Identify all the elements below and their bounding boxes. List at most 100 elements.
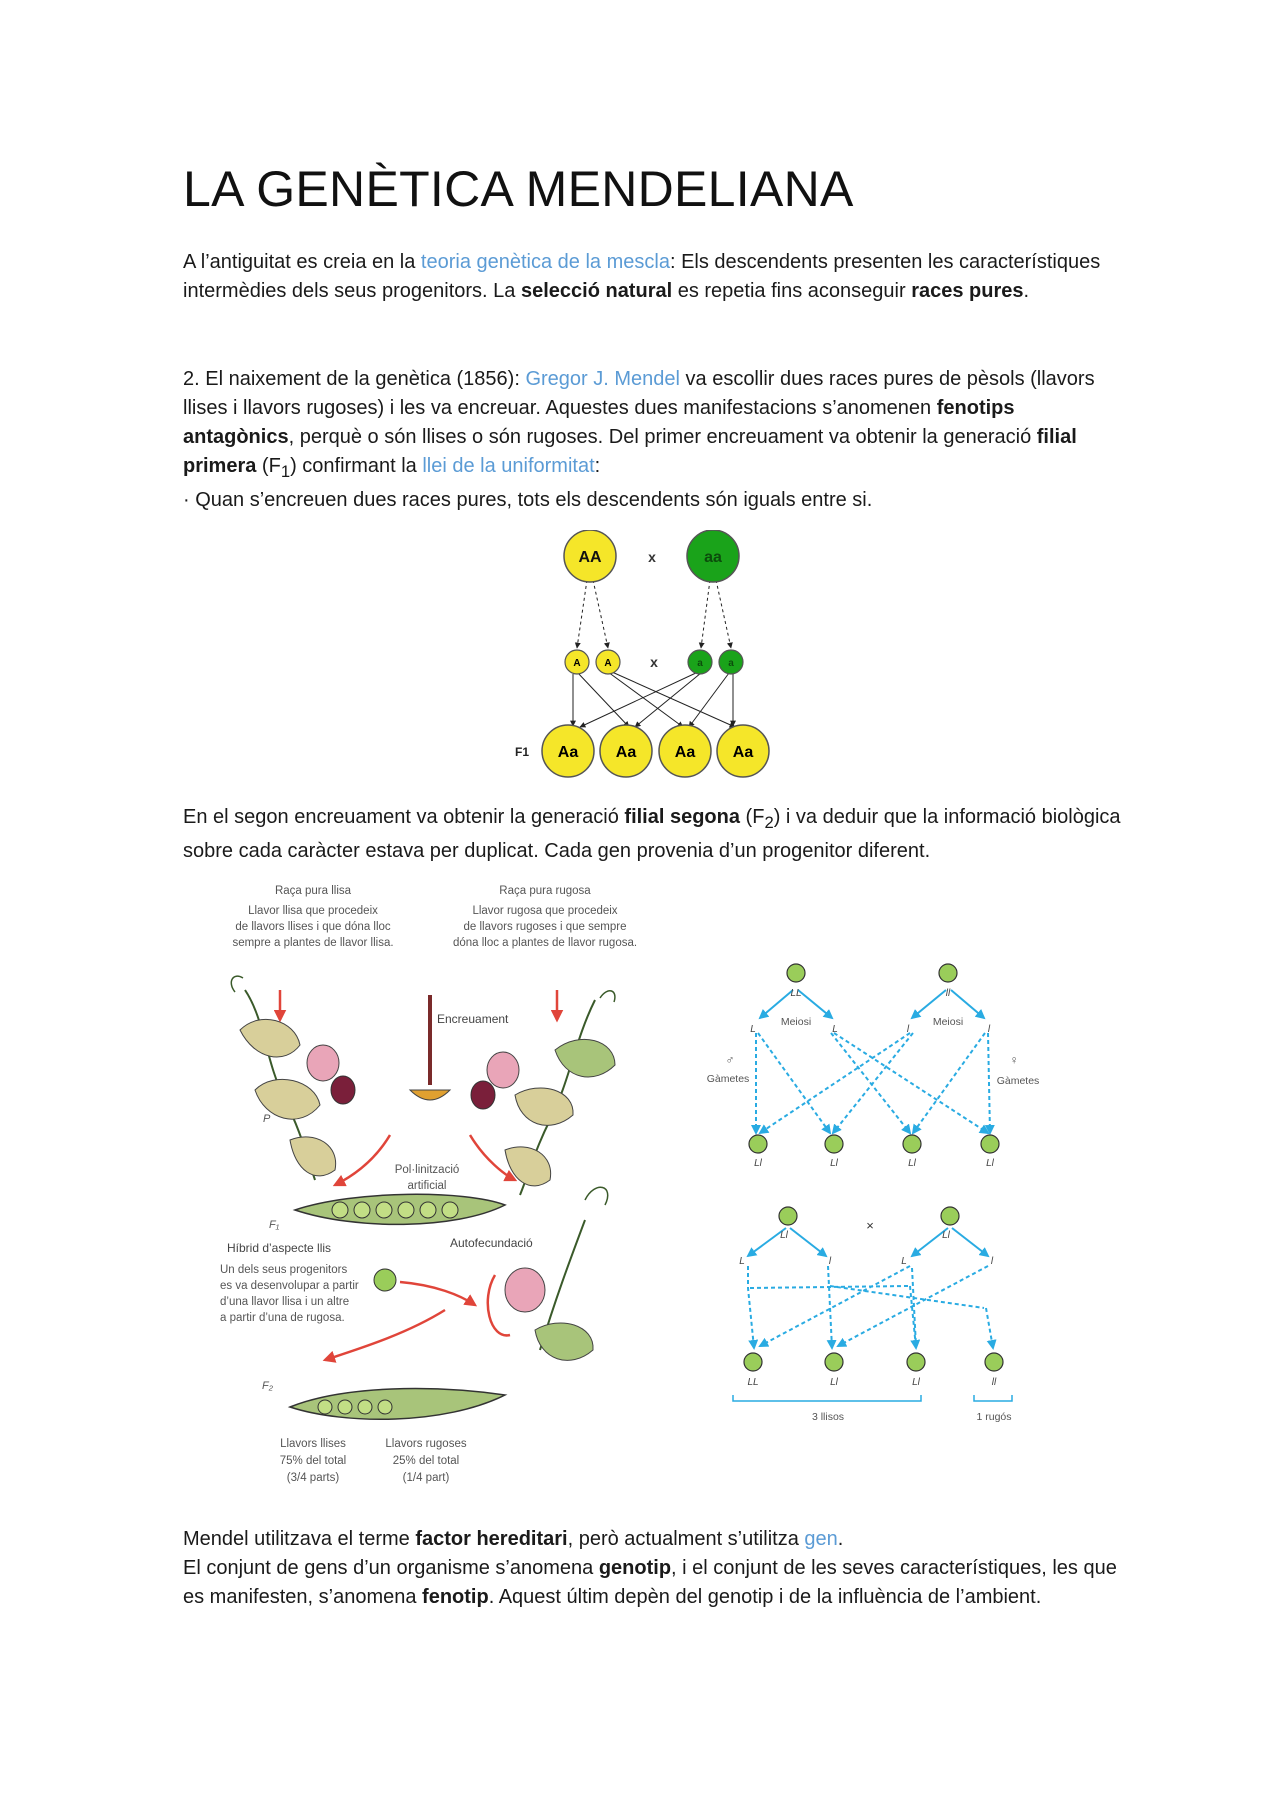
meiosis-label-left: Meiosi [781,1016,811,1028]
svg-text:Llavor rugosa que procedeix: Llavor rugosa que procedeix [472,905,617,917]
page-title: LA GENÈTICA MENDELIANA [183,161,854,217]
wrinkled-bracket [973,1395,1013,1402]
left-race-title: Raça pura llisa [275,885,352,897]
svg-text:A: A [573,658,580,669]
svg-text:Ll: Ll [908,1158,917,1169]
parent-ll-label: ll [946,988,951,999]
svg-text:L: L [750,1024,756,1035]
cross-symbol-top: x [648,549,656,565]
svg-text:ll: ll [992,1377,997,1388]
svg-text:L: L [739,1256,745,1267]
parent-recessive-circle [686,530,740,583]
svg-text:Aa: Aa [616,744,637,761]
p-generation-label: P [263,1113,271,1125]
svg-text:75% del total: 75% del total [280,1455,347,1467]
meiosis-gametes-figure: LL ll L L l l Ll Ll Ll Ll Meiosi Meiosi … [707,963,1040,1423]
svg-text:Ll: Ll [830,1158,839,1169]
hybrid-label: Híbrid d’aspecte llis [227,1241,331,1255]
bold-hereditary-factor: factor hereditari [415,1528,568,1550]
bold-genotype: genotip [598,1557,672,1579]
gamete-A-1 [564,649,590,675]
svg-text:a: a [697,658,703,669]
svg-text:de llavors rugoses i que sempr: de llavors rugoses i que sempre [464,921,627,933]
svg-text:♂: ♂ [726,1053,735,1067]
bold-first-filial: filial primera [183,426,1077,477]
svg-text:artificial: artificial [408,1180,447,1192]
svg-text:sempre a plantes de llavor lli: sempre a plantes de llavor llisa. [232,937,393,949]
svg-text:l: l [829,1256,832,1267]
svg-text:l: l [988,1024,991,1035]
f1-cross-diagram: AA x aa A A x a a F1 Aa Aa Aa Aa [515,530,770,778]
section2-paragraph: 2. El naixement de la genètica (1856): G… [183,368,1095,511]
svg-text:d’una llavor llisa i un altre: d’una llavor llisa i un altre [220,1296,349,1308]
link-gene[interactable]: gen [804,1528,838,1550]
svg-text:de llavors llises i que dóna l: de llavors llises i que dóna lloc [235,921,391,933]
f1-label: F1 [515,745,529,759]
parent-dominant-label: AA [578,549,602,566]
right-pea-plant [470,990,616,1196]
svg-text:L: L [901,1256,907,1267]
parent-recessive-label: aa [704,549,722,566]
bold-second-filial: filial segona [624,806,740,828]
svg-text:Aa: Aa [733,744,754,761]
link-mendel[interactable]: Gregor J. Mendel [525,368,680,390]
smooth-bracket [732,1395,922,1402]
wrinkled-count-label: 1 rugós [976,1411,1011,1423]
svg-text:Un dels seus progenitors: Un dels seus progenitors [220,1264,347,1276]
f1-pea-pod [292,1193,507,1226]
bold-natural-selection: selecció natural [520,280,673,302]
svg-text:Ll: Ll [780,1230,789,1241]
smooth-seeds-label: Llavors llises [280,1438,346,1450]
svg-text:Ll: Ll [986,1158,995,1169]
svg-text:l: l [991,1256,994,1267]
f2-generation-label: F₂ [262,1380,274,1392]
f2-pea-pod [287,1387,508,1420]
cross-symbol-second: × [866,1218,874,1233]
svg-text:Llavor llisa que procedeix: Llavor llisa que procedeix [248,905,378,917]
parent-dominant-circle [563,530,617,583]
svg-text:Aa: Aa [558,744,579,761]
section4-paragraph: Mendel utilitzava el terme factor heredi… [183,1528,1117,1608]
svg-text:Ll: Ll [830,1377,839,1388]
uniformity-bullet: · Quan s’encreuen dues races pures, tots… [183,489,873,511]
left-pea-plant [230,975,356,1181]
gamete-a-1 [687,649,713,675]
gamete-A-2 [595,649,621,675]
cross-symbol-gametes: x [650,654,658,670]
parent-LL-label: LL [790,988,801,999]
crossing-label: Encreuament [437,1012,509,1026]
svg-text:LL: LL [747,1377,758,1388]
hybrid-seed [373,1268,397,1292]
selfing-label: Autofecundació [450,1236,533,1250]
male-gametes-label: Gàmetes [707,1073,750,1085]
wrinkled-seeds-label: Llavors rugoses [385,1438,466,1450]
link-mixing-theory[interactable]: teoria genètica de la mescla [420,251,670,273]
svg-text:Ll: Ll [942,1230,951,1241]
svg-text:dóna lloc a plantes de llavor: dóna lloc a plantes de llavor rugosa. [453,937,637,949]
svg-text:Pol·linització: Pol·linització [395,1164,460,1176]
link-uniformity-law[interactable]: llei de la uniformitat [422,455,595,477]
svg-text:es va desenvolupar a partir: es va desenvolupar a partir [220,1280,359,1292]
svg-text:Ll: Ll [912,1377,921,1388]
section3-paragraph: En el segon encreuament va obtenir la ge… [183,806,1121,862]
bold-antagonistic-phenotypes: fenotips antagònics [183,397,1015,448]
svg-text:(3/4 parts): (3/4 parts) [287,1472,340,1484]
right-race-title: Raça pura rugosa [499,885,591,897]
svg-text:25% del total: 25% del total [393,1455,460,1467]
pea-plant-cross-figure: Raça pura llisa Llavor llisa que procede… [220,885,637,1484]
svg-text:Aa: Aa [675,744,696,761]
gamete-a-2 [718,649,744,675]
svg-text:l: l [907,1024,910,1035]
crossing-brush-icon [408,995,452,1101]
svg-text:a: a [728,658,734,669]
svg-text:L: L [832,1024,838,1035]
smooth-count-label: 3 llisos [812,1411,844,1423]
bold-pure-races: races pures [911,280,1024,302]
intro-paragraph: A l’antiguitat es creia en la teoria gen… [183,251,1101,302]
svg-text:A: A [604,658,611,669]
bold-phenotype: fenotip [422,1586,489,1608]
f1-generation-label: F₁ [269,1219,280,1231]
female-gametes-label: Gàmetes [997,1075,1040,1087]
f1-pea-plant [504,1186,609,1361]
meiosis-label-right: Meiosi [933,1016,963,1028]
